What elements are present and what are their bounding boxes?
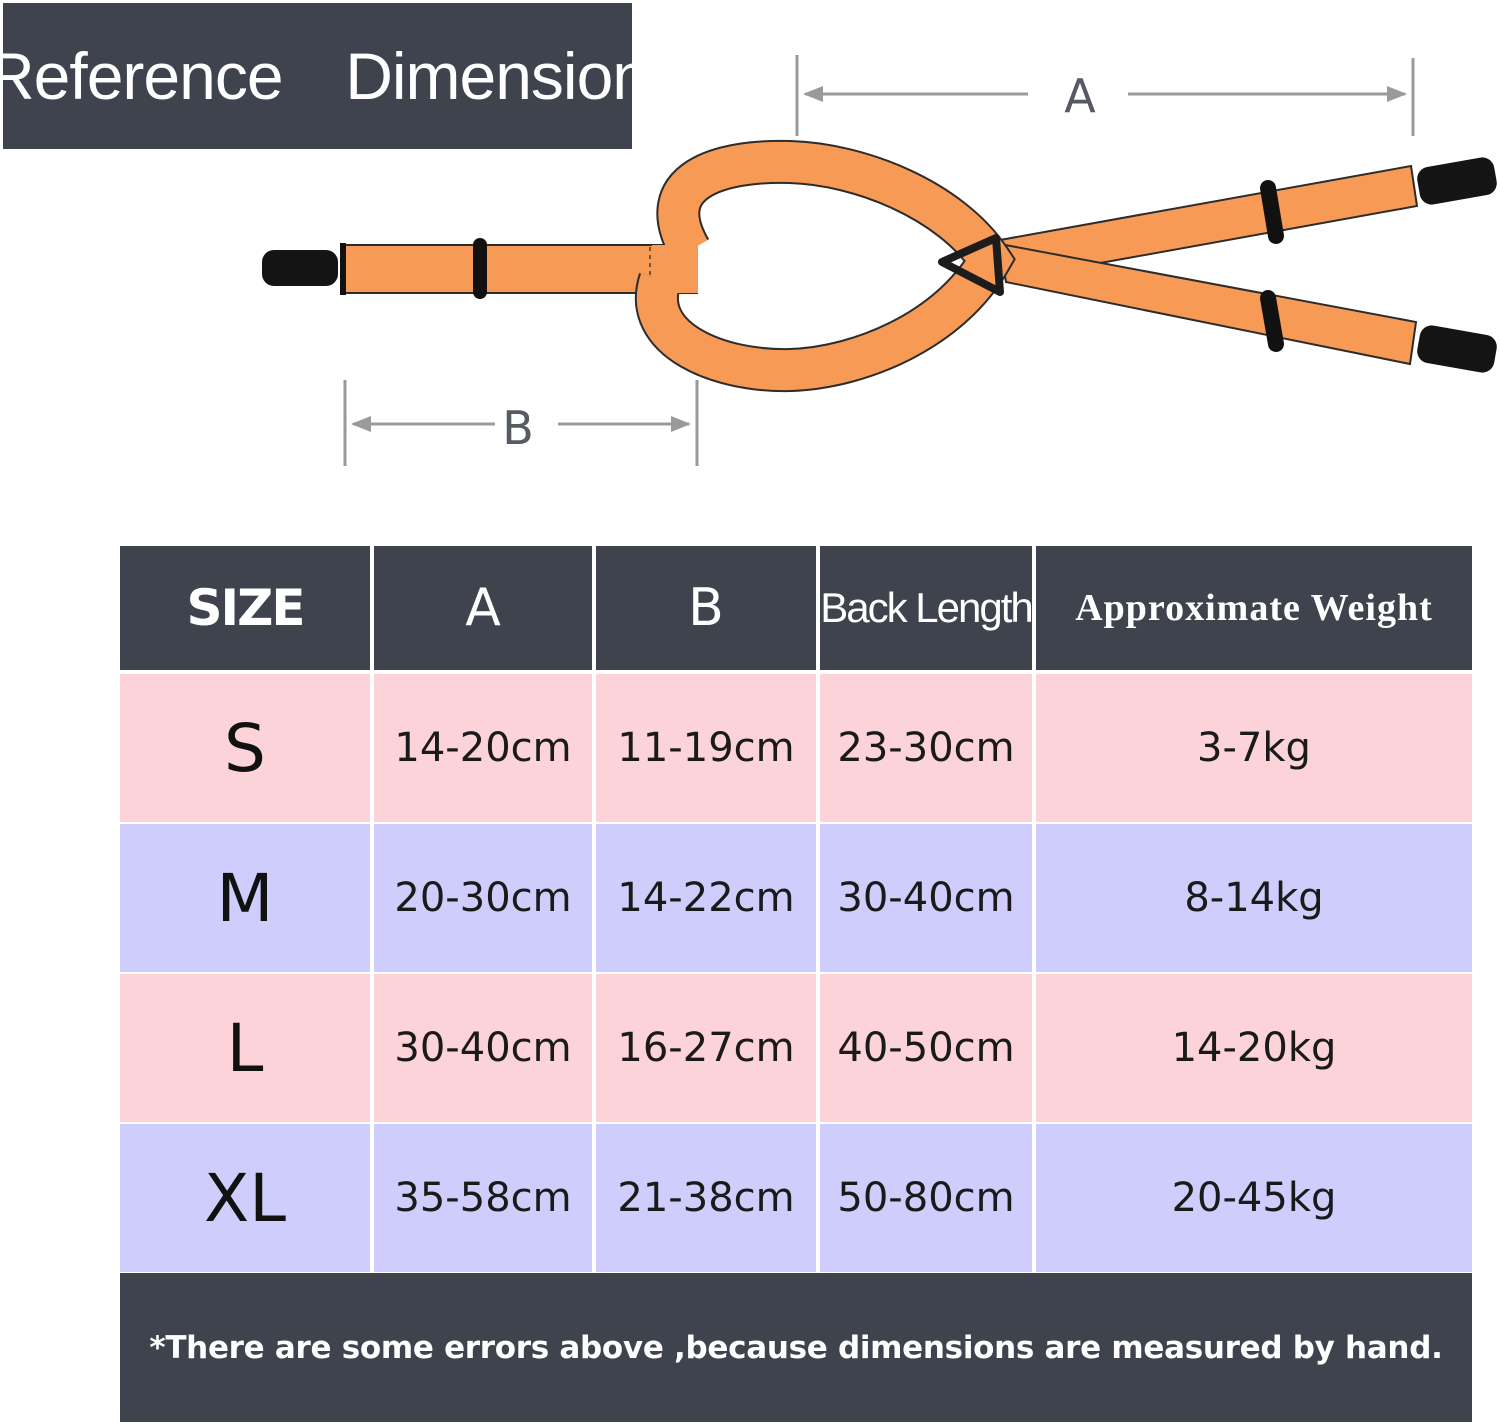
table-row: M 20-30cm 14-22cm 30-40cm 8-14kg [120, 824, 1472, 974]
lower-right-strap [998, 242, 1418, 366]
back-loop [635, 139, 1016, 393]
weight-cell: 14-20kg [1036, 974, 1472, 1124]
dimension-a [795, 55, 1415, 136]
a-cell: 30-40cm [374, 974, 592, 1124]
suspender-diagram: A B [262, 55, 1497, 466]
left-clip [262, 250, 338, 286]
size-table: SIZE A B Back Length Approximate Weight … [116, 546, 1476, 1274]
b-cell: 16-27cm [596, 974, 816, 1124]
size-cell: S [120, 674, 370, 824]
header-size: SIZE [120, 546, 370, 674]
b-cell: 14-22cm [596, 824, 816, 974]
size-cell: XL [120, 1124, 370, 1274]
size-cell: L [120, 974, 370, 1124]
weight-cell: 8-14kg [1036, 824, 1472, 974]
back-length-cell: 50-80cm [820, 1124, 1032, 1274]
back-length-cell: 23-30cm [820, 674, 1032, 824]
upper-right-clip [1417, 157, 1497, 205]
page-title: Reference Dimension [0, 3, 649, 149]
table-row: S 14-20cm 11-19cm 23-30cm 3-7kg [120, 674, 1472, 824]
weight-cell: 3-7kg [1036, 674, 1472, 824]
lower-right-clip [1417, 325, 1497, 373]
table-header-row: SIZE A B Back Length Approximate Weight [120, 546, 1472, 674]
dimension-b [343, 380, 699, 466]
triangle-ring [938, 234, 1004, 296]
header-back-length: Back Length [820, 546, 1034, 674]
dimension-b-label: B [502, 401, 534, 455]
back-length-cell: 30-40cm [820, 824, 1032, 974]
dimension-a-label: A [1064, 69, 1096, 123]
a-cell: 20-30cm [374, 824, 592, 974]
footer-note: *There are some errors above ,because di… [120, 1273, 1472, 1422]
header-b: B [596, 546, 816, 674]
b-cell: 11-19cm [596, 674, 816, 824]
table-row: L 30-40cm 16-27cm 40-50cm 14-20kg [120, 974, 1472, 1124]
a-cell: 14-20cm [374, 674, 592, 824]
size-cell: M [120, 824, 370, 974]
weight-cell: 20-45kg [1036, 1124, 1472, 1274]
header-approximate-weight: Approximate Weight [1036, 546, 1472, 674]
back-length-cell: 40-50cm [820, 974, 1032, 1124]
header-a: A [374, 546, 592, 674]
b-cell: 21-38cm [596, 1124, 816, 1274]
table-row: XL 35-58cm 21-38cm 50-80cm 20-45kg [120, 1124, 1472, 1274]
a-cell: 35-58cm [374, 1124, 592, 1274]
